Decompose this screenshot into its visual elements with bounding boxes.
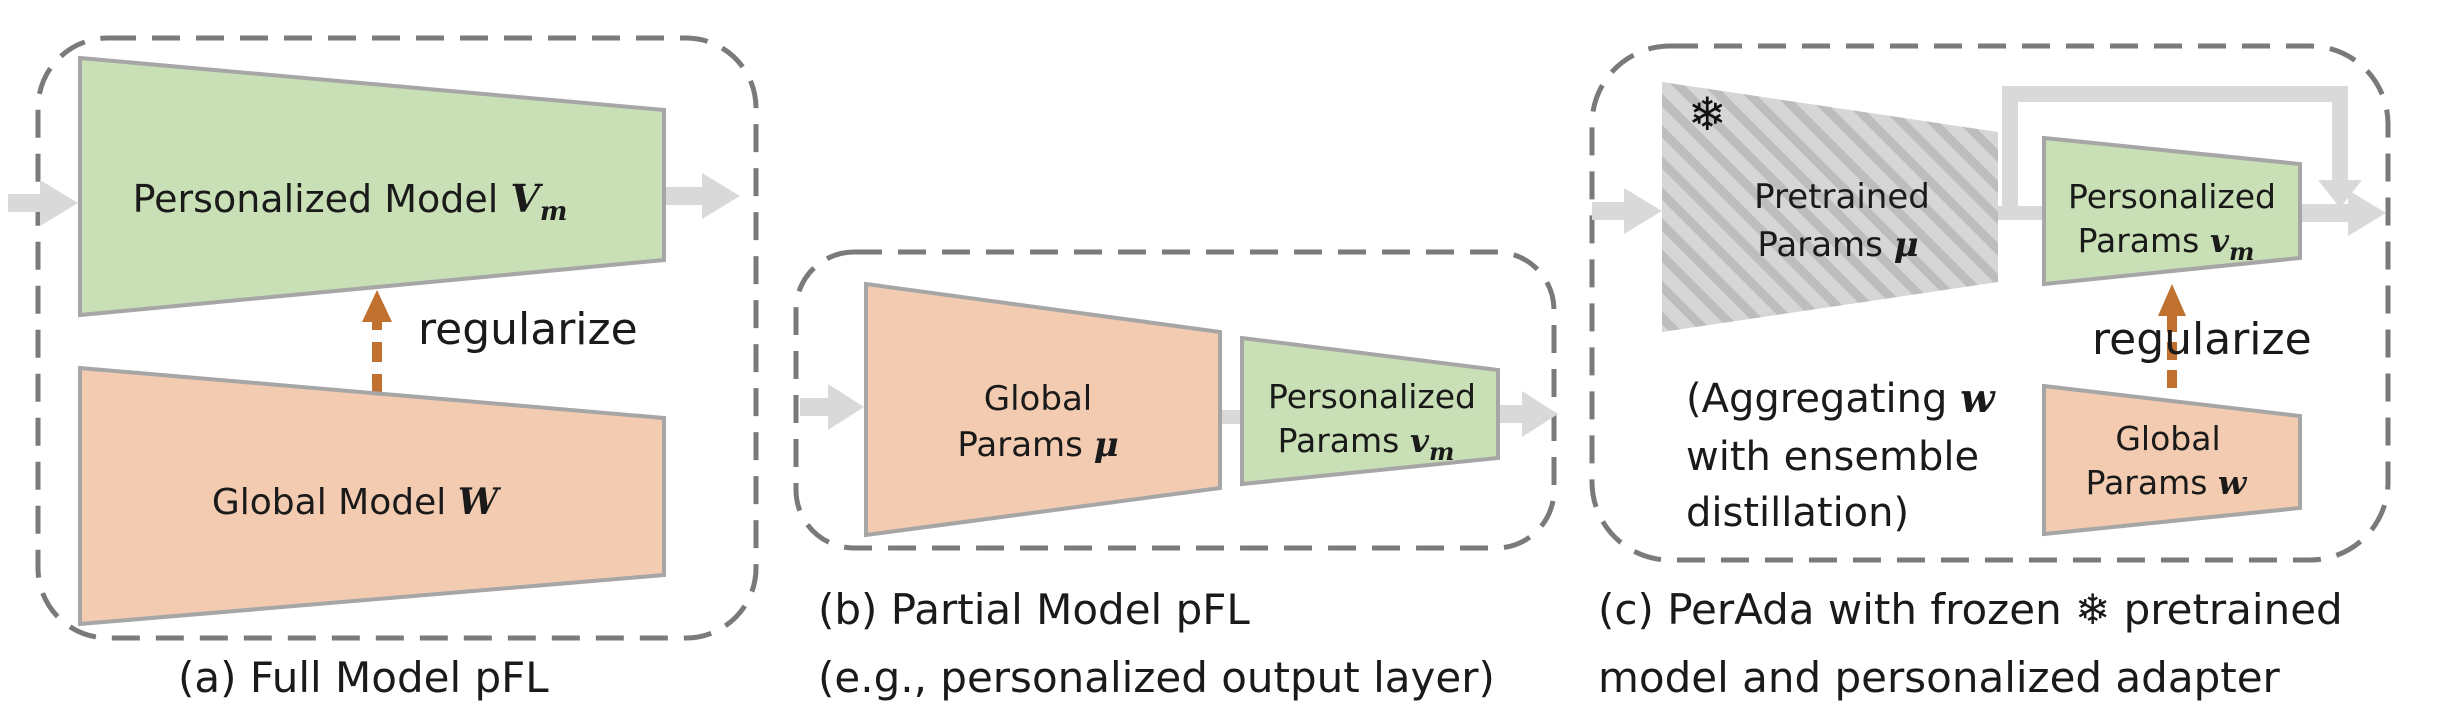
panel-c: ❄ Pretrained Params μ Personalized Param… [1589,43,2391,702]
regularize-label: regularize [2092,314,2312,365]
panel-c-caption-line1: (c) PerAda with frozen ❄ pretrained [1598,585,2343,634]
personalized-params-block [1240,335,1500,487]
pretrained-params-label: Pretrained [1754,177,1930,217]
personalized-params-label-2: Params vm [1278,421,1455,466]
panel-a-caption: (a) Full Model pFL [178,653,549,702]
global-model-block [78,365,666,627]
personalized-params-label: Personalized [1268,377,1476,416]
input-arrow [8,180,78,226]
panel-b-caption-line1: (b) Partial Model pFL [818,585,1250,634]
pretrained-params-block [1662,82,1998,332]
regularize-label: regularize [418,304,638,355]
regularize-arrow [2158,284,2186,388]
input-arrow [1592,188,1662,234]
personalized-params-label-2: Params vm [2078,221,2255,266]
output-arrow [666,173,740,219]
skip-connection-arrow [2002,86,2362,208]
global-params-label: Global [2115,419,2220,458]
global-params-block [864,281,1222,538]
global-params-label-2: Params w [2086,463,2248,502]
aggregating-label-line1: (Aggregating w [1686,375,1996,422]
pretrained-params-label-2: Params μ [1757,225,1918,265]
output-arrow [2300,190,2386,236]
connector-line [1220,410,1242,424]
panel-a-dashed-border [35,35,759,641]
panel-b: Global Params μ Personalized Params vm (… [793,249,1558,702]
global-params-label-2: Params μ [957,425,1118,465]
personalized-params-label: Personalized [2068,177,2276,216]
panel-a: Personalized Model Vm regularize Global … [8,35,759,702]
personalized-model-label: Personalized Model Vm [133,176,568,227]
panel-b-dashed-border [793,249,1557,551]
frozen-snowflake-icon: ❄ [1688,87,1727,141]
input-arrow [800,384,864,430]
regularize-arrow [362,290,392,394]
global-params-block [2042,383,2302,537]
panel-c-dashed-border [1589,43,2391,563]
global-model-label: Global Model W [212,481,502,523]
aggregating-label-line2: with ensemble [1686,434,1979,480]
personalized-model-block [78,55,666,318]
connector-line [1996,206,2042,220]
aggregating-label-line3: distillation) [1686,490,1909,536]
output-arrow [1496,391,1558,437]
global-params-label: Global [984,379,1092,419]
panel-b-caption-line2: (e.g., personalized output layer) [818,653,1495,702]
personalized-params-block [2042,135,2302,287]
panel-c-caption-line2: model and personalized adapter [1598,653,2281,702]
